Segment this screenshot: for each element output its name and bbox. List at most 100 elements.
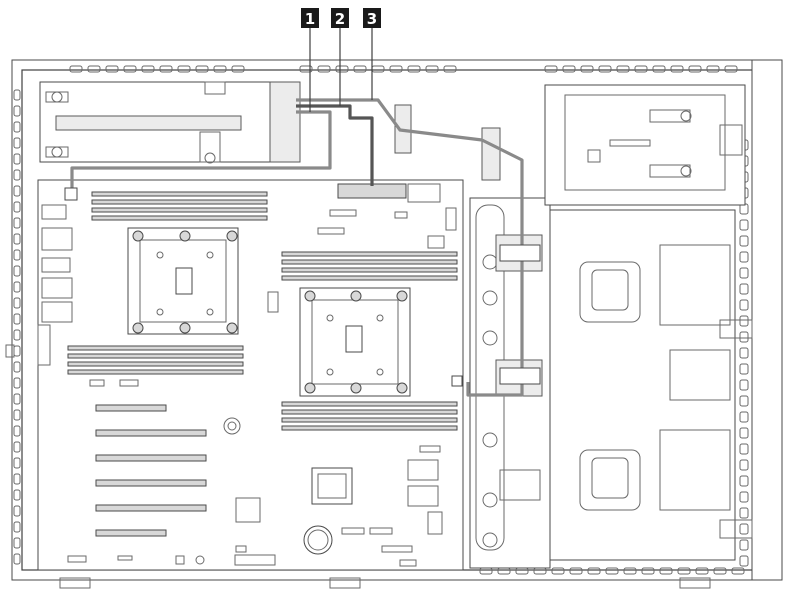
vent-slot [425, 65, 439, 73]
left-vents [13, 89, 21, 565]
vent-slot [177, 65, 191, 73]
top-vents [69, 65, 738, 73]
vent-slot [13, 105, 21, 117]
middle-components [267, 183, 457, 313]
vent-slot [389, 65, 403, 73]
vent-slot [544, 65, 558, 73]
vent-slot [695, 567, 709, 575]
cable-1-connector [64, 187, 78, 201]
vent-slot [13, 393, 21, 405]
vent-slot [569, 567, 583, 575]
callout-3: 3 [363, 8, 381, 28]
vent-slot [677, 567, 691, 575]
vent-slot [13, 521, 21, 533]
callout-2: 2 [331, 8, 349, 28]
cable-3 [296, 98, 524, 397]
vent-slot [739, 315, 749, 327]
vent-slot [739, 299, 749, 311]
vent-slot [739, 475, 749, 487]
cable-3-connector [451, 375, 463, 387]
vent-slot [580, 65, 594, 73]
vent-slot [652, 65, 666, 73]
vent-slot [739, 459, 749, 471]
vent-slot [13, 489, 21, 501]
vent-slot [13, 169, 21, 181]
vent-slot [13, 537, 21, 549]
vent-slot [659, 567, 673, 575]
rear-io-ports [5, 204, 73, 366]
vent-slot [739, 347, 749, 359]
vent-slot [739, 395, 749, 407]
vent-slot [713, 567, 727, 575]
vent-slot [739, 523, 749, 535]
vent-slot [195, 65, 209, 73]
vent-slot [670, 65, 684, 73]
vent-slot [739, 219, 749, 231]
vent-slot [13, 89, 21, 101]
vent-slot [739, 267, 749, 279]
cable-1 [70, 110, 332, 190]
vent-slot [739, 235, 749, 247]
vent-slot [13, 505, 21, 517]
vent-slot [739, 379, 749, 391]
vent-slot [598, 65, 612, 73]
vent-slot [13, 457, 21, 469]
vent-slot [13, 233, 21, 245]
vent-slot [739, 539, 749, 551]
dimm-slots-cpu1-bottom [67, 345, 244, 375]
vent-slot [407, 65, 421, 73]
vent-slot [551, 567, 565, 575]
vent-slot [562, 65, 576, 73]
vent-slot [739, 427, 749, 439]
vent-slot [616, 65, 630, 73]
vent-slot [13, 201, 21, 213]
vent-slot [13, 281, 21, 293]
vent-slot [739, 443, 749, 455]
vent-slot [739, 411, 749, 423]
vent-slot [335, 65, 349, 73]
vent-slot [739, 331, 749, 343]
drive-bays [544, 84, 753, 561]
callout-1: 1 [301, 8, 319, 28]
vent-slot [724, 65, 738, 73]
callout-3-label: 3 [367, 10, 377, 28]
pcie-slots [89, 379, 207, 537]
vent-slot [105, 65, 119, 73]
vent-slot [13, 553, 21, 565]
vent-slot [443, 65, 457, 73]
dimm-slots-cpu2-bottom [281, 401, 458, 431]
vent-slot [159, 65, 173, 73]
vent-slot [141, 65, 155, 73]
vent-slot [13, 153, 21, 165]
vent-slot [13, 185, 21, 197]
power-supply-bay [39, 81, 301, 164]
vent-slot [688, 65, 702, 73]
vent-slot [123, 65, 137, 73]
vent-slot [13, 409, 21, 421]
vent-slot [13, 425, 21, 437]
vent-slot [587, 567, 601, 575]
cpu2-heatsink [299, 287, 411, 397]
vent-slot [213, 65, 227, 73]
vent-slot [706, 65, 720, 73]
callout-leaders [309, 28, 373, 112]
dimm-slots-cpu1-top [91, 191, 268, 221]
vent-slot [605, 567, 619, 575]
vent-slot [13, 137, 21, 149]
callout-1-label: 1 [305, 10, 315, 28]
vent-slot [634, 65, 648, 73]
vent-slot [739, 507, 749, 519]
vent-slot [739, 251, 749, 263]
vent-slot [623, 567, 637, 575]
vent-slot [13, 377, 21, 389]
dimm-slots-cpu2-top [281, 251, 458, 281]
vent-slot [317, 65, 331, 73]
vent-slot [739, 283, 749, 295]
vent-slot [13, 329, 21, 341]
vent-slot [739, 555, 749, 567]
vent-slot [69, 65, 83, 73]
vent-slot [739, 491, 749, 503]
cables [64, 98, 541, 397]
cpu1-heatsink [127, 227, 239, 335]
